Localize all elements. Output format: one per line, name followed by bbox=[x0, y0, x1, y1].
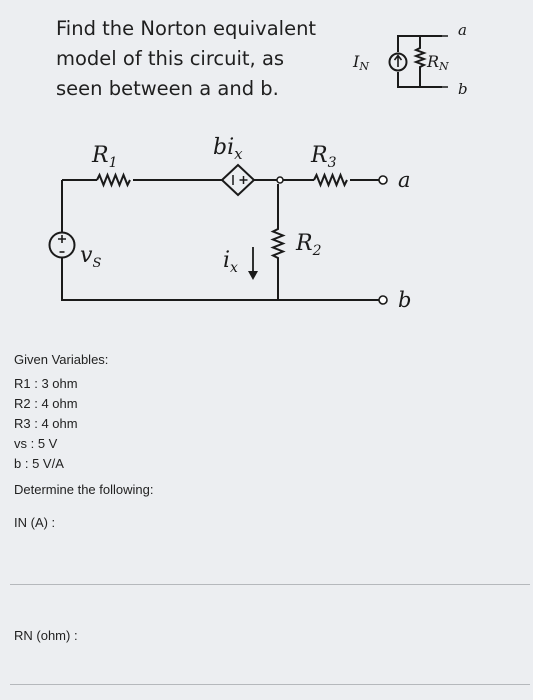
norton-terminal-stubs bbox=[442, 35, 448, 88]
in-answer-input[interactable] bbox=[10, 566, 530, 585]
norton-equivalent-diagram bbox=[388, 35, 448, 88]
dependent-source-label: bix bbox=[213, 135, 243, 163]
given-item: R1 : 3 ohm bbox=[14, 376, 78, 391]
given-item: R3 : 4 ohm bbox=[14, 416, 78, 431]
ix-arrow-head-icon bbox=[248, 271, 258, 280]
norton-terminal-a-label: a bbox=[458, 21, 467, 39]
voltage-source bbox=[48, 231, 76, 259]
question-line: Find the Norton equivalent bbox=[56, 17, 317, 40]
terminal-a-dot bbox=[378, 175, 388, 185]
norton-top-wire bbox=[397, 35, 442, 52]
norton-source-arrow-icon bbox=[393, 54, 403, 67]
determine-heading: Determine the following: bbox=[14, 482, 154, 497]
plus-icon bbox=[58, 235, 66, 243]
norton-terminal-b-label: b bbox=[458, 80, 468, 98]
given-item: R2 : 4 ohm bbox=[14, 396, 78, 411]
terminal-b-dot bbox=[378, 295, 388, 305]
dependent-source-diamond bbox=[220, 163, 256, 197]
dependent-source-plus-icon bbox=[239, 176, 248, 184]
given-variables: Given Variables: R1 : 3 ohm R2 : 4 ohm R… bbox=[14, 350, 153, 500]
r3-resistor bbox=[313, 172, 348, 188]
r1-label: R1 bbox=[91, 143, 118, 171]
given-item: vs : 5 V bbox=[14, 436, 58, 451]
question-line: model of this circuit, as bbox=[56, 47, 285, 70]
ix-label: ix bbox=[223, 248, 238, 276]
r2-label: R2 bbox=[295, 231, 322, 259]
question-text: Find the Norton equivalent model of this… bbox=[56, 14, 346, 104]
norton-current-source bbox=[388, 52, 408, 72]
norton-rn-resistor bbox=[413, 36, 427, 87]
r3-label: R3 bbox=[310, 143, 337, 171]
in-answer-label: IN (A) : bbox=[14, 515, 56, 530]
node-dot bbox=[276, 176, 284, 184]
rn-answer-input[interactable] bbox=[10, 666, 530, 685]
r1-resistor bbox=[96, 172, 131, 188]
question-line: seen between a and b. bbox=[56, 77, 279, 100]
wire-bottom bbox=[61, 258, 379, 301]
norton-rn-label: RN bbox=[426, 52, 449, 73]
terminal-a-label: a bbox=[398, 168, 411, 192]
given-item: b : 5 V/A bbox=[14, 456, 64, 471]
norton-bottom-wire bbox=[397, 72, 442, 88]
terminal-b-label: b bbox=[398, 288, 411, 312]
norton-in-label: IN bbox=[352, 52, 369, 73]
r2-resistor bbox=[270, 184, 286, 300]
rn-answer-label: RN (ohm) : bbox=[14, 628, 78, 643]
given-heading: Given Variables: bbox=[14, 352, 109, 367]
vs-label: vS bbox=[80, 243, 101, 271]
circuit-diagram: IN RN a b R1 bix R3 vS ix R2 a b bbox=[48, 21, 468, 312]
